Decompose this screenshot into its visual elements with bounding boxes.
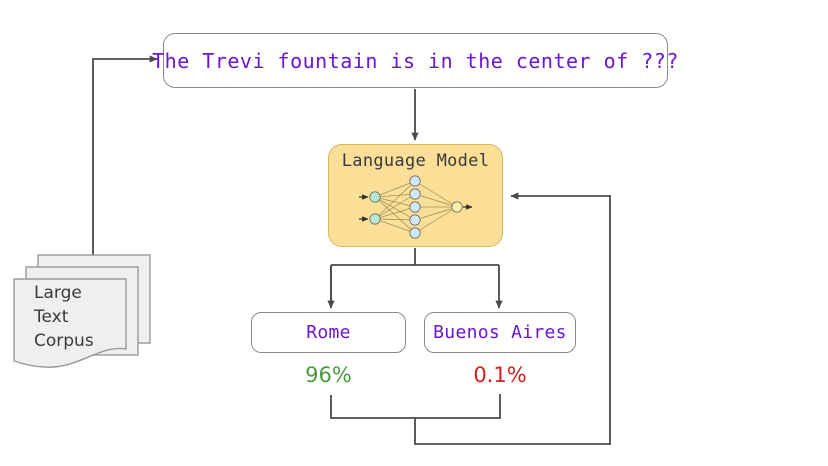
nn-output-node <box>451 201 463 213</box>
output-box-rome[interactable]: Rome <box>251 312 406 353</box>
probability-buenos-aires: 0.1% <box>473 363 527 387</box>
corpus-line-3: Corpus <box>34 331 94 351</box>
output-label-rome: Rome <box>306 322 351 343</box>
nn-hidden-node <box>409 227 421 239</box>
arrow-corpus-to-prompt <box>92 55 158 262</box>
arrow-model-to-outputs <box>330 248 499 306</box>
probability-rome: 96% <box>305 363 352 387</box>
nn-input-node <box>369 213 381 225</box>
nn-hidden-node <box>409 175 421 187</box>
output-label-buenos-aires: Buenos Aires <box>433 322 567 343</box>
prompt-text: The Trevi fountain is in the center of ?… <box>152 48 679 73</box>
language-model-title: Language Model <box>341 151 490 171</box>
prompt-box[interactable]: The Trevi fountain is in the center of ?… <box>152 33 678 88</box>
corpus-line-1: Large <box>34 283 82 303</box>
corpus-label: Large Text Corpus <box>34 281 94 353</box>
language-model-box[interactable]: Language Model <box>328 144 503 247</box>
neural-network-icon <box>359 175 473 239</box>
output-box-buenos-aires[interactable]: Buenos Aires <box>424 312 576 353</box>
corpus-pages-icon <box>13 254 151 368</box>
nn-hidden-node <box>409 201 421 213</box>
nn-hidden-node <box>409 214 421 226</box>
nn-input-node <box>369 191 381 203</box>
corpus-stack: Large Text Corpus <box>10 253 160 375</box>
arrow-feedback-loop <box>330 196 611 445</box>
corpus-line-2: Text <box>34 307 69 327</box>
nn-hidden-node <box>409 188 421 200</box>
